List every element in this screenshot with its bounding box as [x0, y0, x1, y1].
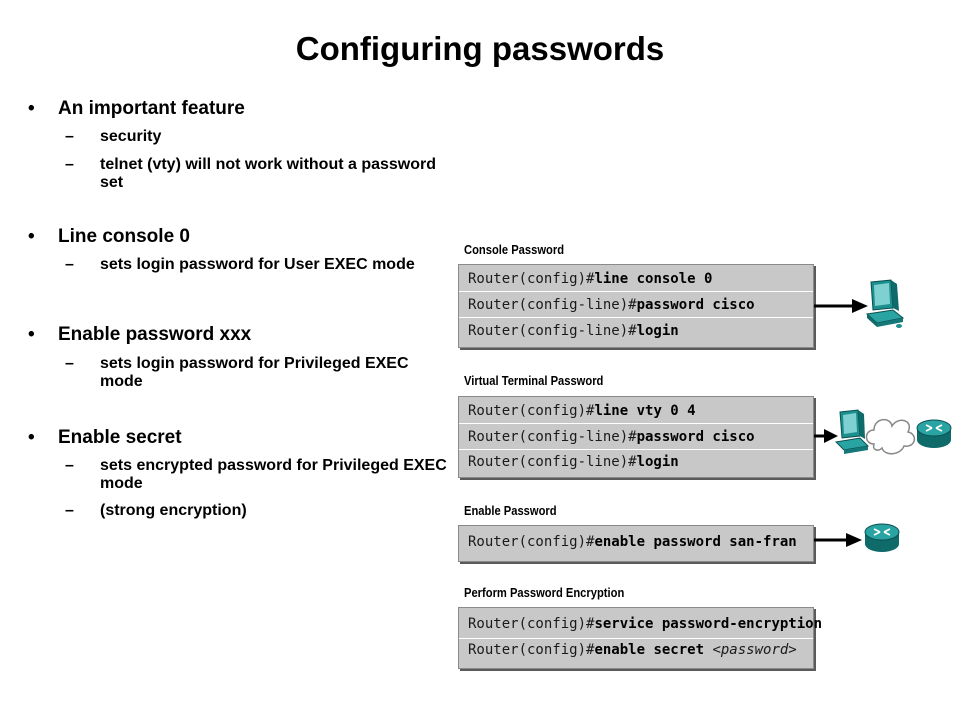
- vty-cmd-line-1: Router(config)#line vty 0 4: [468, 403, 696, 419]
- router-icon: [864, 523, 900, 552]
- page-title: Configuring passwords: [295, 30, 665, 67]
- enable-cmd-line-1: Router(config)#enable password san-fran: [468, 534, 797, 550]
- enable-password-box: Router(config)#enable password san-fran: [458, 525, 814, 562]
- encryption-cmd-line-2: Router(config)#enable secret <password>: [468, 642, 797, 658]
- vty-password-label: Virtual Terminal Password: [464, 373, 604, 388]
- bullet-important-feature: •An important feature: [28, 98, 245, 119]
- bullet-enable-secret: •Enable secret: [28, 427, 182, 448]
- bullet-line-console: •Line console 0: [28, 226, 190, 247]
- vty-cmd-line-2: Router(config-line)#password cisco: [468, 429, 755, 445]
- workstation-icon: [865, 279, 905, 328]
- vty-arrow: [814, 429, 838, 443]
- cloud-icon: [865, 418, 916, 455]
- encryption-box: Router(config)#service password-encrypti…: [458, 607, 822, 669]
- console-cmd-line-3: Router(config-line)#login: [468, 323, 679, 339]
- console-password-box: Router(config)#line console 0 Router(con…: [458, 264, 814, 348]
- sub-bullet-privileged-exec: –sets login password for Privileged EXEC…: [65, 355, 409, 390]
- sub-bullet-telnet: –telnet (vty) will not work without a pa…: [65, 156, 437, 191]
- console-cmd-line-1: Router(config)#line console 0: [468, 271, 713, 287]
- vty-password-box: Router(config)#line vty 0 4 Router(confi…: [458, 396, 814, 478]
- vty-cmd-line-3: Router(config-line)#login: [468, 454, 679, 470]
- console-password-label: Console Password: [464, 242, 565, 257]
- sub-bullet-strong-encryption: –(strong encryption): [65, 502, 247, 519]
- console-cmd-line-2: Router(config-line)#password cisco: [468, 297, 755, 313]
- console-arrow: [814, 299, 868, 313]
- sub-bullet-encrypted: –sets encrypted password for Privileged …: [65, 457, 447, 492]
- bullet-list: •An important feature –security –telnet …: [0, 0, 460, 720]
- workstation-icon: [834, 409, 870, 454]
- sub-bullet-user-exec: –sets login password for User EXEC mode: [65, 256, 415, 273]
- encryption-cmd-line-1: Router(config)#service password-encrypti…: [468, 616, 823, 632]
- sub-bullet-security: –security: [65, 128, 162, 145]
- network-path-icon: [834, 409, 952, 455]
- encryption-label: Perform Password Encryption: [464, 585, 625, 600]
- enable-arrow: [814, 533, 862, 547]
- router-icon: [916, 419, 952, 448]
- bullet-enable-password: •Enable password xxx: [28, 324, 252, 345]
- enable-password-label: Enable Password: [464, 503, 557, 518]
